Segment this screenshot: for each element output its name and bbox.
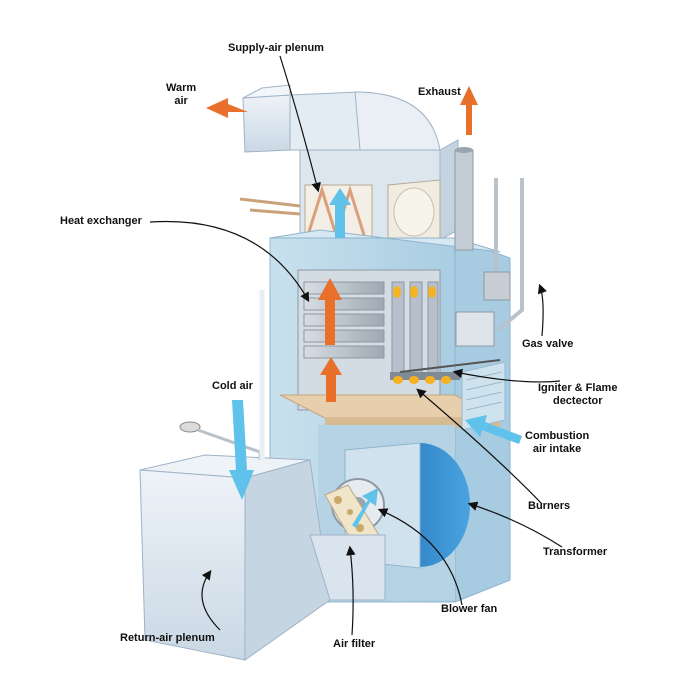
label-blower-fan: Blower fan (441, 603, 498, 615)
label-warm-air: Warm air (166, 82, 197, 107)
exhaust-arrow (460, 86, 478, 135)
label-air-filter: Air filter (333, 638, 376, 650)
supply-air-arrow (329, 188, 351, 238)
label-transformer: Transformer (543, 546, 608, 558)
supply-air-plenum (239, 84, 459, 241)
control-box (455, 311, 495, 347)
label-igniter-flame-detector: Igniter & Flame dectector (538, 382, 618, 407)
warm-air-arrow (206, 98, 248, 118)
label-exhaust: Exhaust (418, 86, 461, 98)
combustion-air-arrow (465, 415, 522, 444)
label-combustion-air-intake: Combustion air intake (525, 430, 590, 455)
gas-pipe (494, 178, 524, 332)
label-cold-air: Cold air (212, 380, 253, 392)
label-burners: Burners (528, 500, 571, 512)
heat-arrow-lower (320, 357, 342, 402)
burner-flames (393, 286, 436, 298)
label-supply-air-plenum: Supply-air plenum (228, 42, 324, 54)
cold-air-register (179, 421, 262, 460)
return-air-plenum (139, 454, 386, 661)
gas-valve-box (483, 271, 511, 301)
label-gas-valve: Gas valve (522, 338, 574, 350)
label-heat-exchanger: Heat exchanger (60, 215, 142, 227)
heat-exchanger (297, 269, 441, 411)
heat-arrow-upper (318, 278, 342, 345)
flue-pipe (454, 147, 474, 251)
leader-lines (149, 55, 563, 636)
label-return-air-plenum: Return-air plenum (120, 632, 215, 644)
cold-air-arrow (229, 400, 254, 500)
burners (390, 359, 501, 384)
blower-air-arrow (352, 488, 378, 528)
